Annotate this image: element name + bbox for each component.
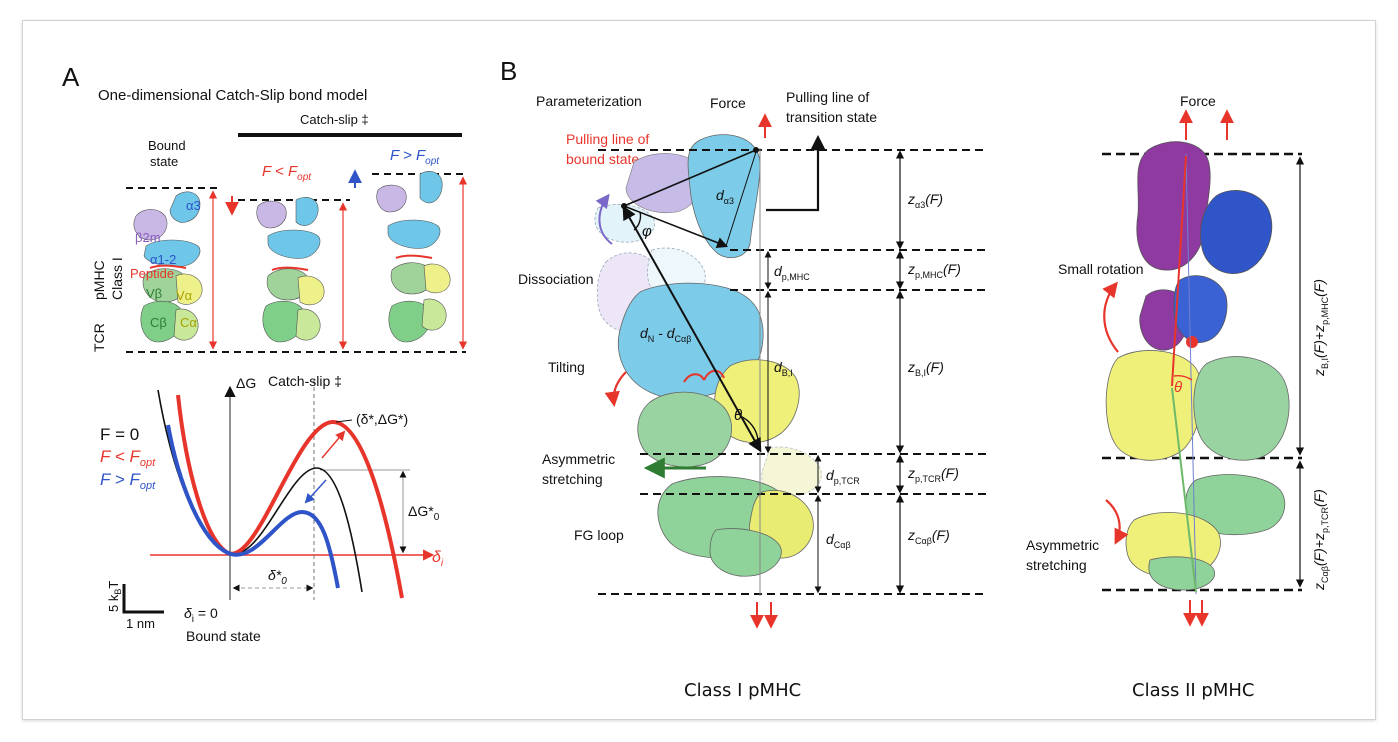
a3-inner-line <box>725 151 757 247</box>
pulling-transition-2: transition state <box>786 109 877 125</box>
asym-label-c-2: stretching <box>1026 557 1087 573</box>
d-alpha3-label: dα3 <box>716 187 734 206</box>
pulling-bound-2: bound state <box>566 151 639 167</box>
d-bi-label: dB,I <box>774 359 793 378</box>
b2m-label: β2m <box>135 230 161 245</box>
panel-a: A One-dimensional Catch-Slip bond model … <box>62 62 468 644</box>
curve-fless <box>176 394 404 599</box>
valpha-label: Vα <box>176 288 193 303</box>
cbeta-label: Cβ <box>150 315 167 330</box>
scale-x-label: 1 nm <box>126 616 155 631</box>
dg0-label: ΔG*0 <box>408 503 440 523</box>
peak-up-arrow <box>321 430 346 459</box>
bound-state-label-2: state <box>150 154 178 169</box>
legend-fless: F < Fopt <box>100 447 156 469</box>
legend-f0: F = 0 <box>100 425 139 444</box>
alpha3-label: α3 <box>186 198 201 213</box>
z-cab-label: zCαβ(F) <box>907 527 950 546</box>
pulling-bound-1: Pulling line of <box>566 131 649 147</box>
catch-slip-header: Catch-slip ‡ <box>300 112 369 127</box>
scale-y-label: 5 kBT <box>106 581 123 612</box>
catch-slip-ts-label: Catch-slip ‡ <box>268 373 342 389</box>
class-i-label: Class I <box>109 257 125 300</box>
z-pmhc-label: zp,MHC(F) <box>907 261 961 280</box>
small-rotation-arrow <box>1102 281 1119 353</box>
delta0-label: δ*0 <box>268 567 287 587</box>
phi-arc <box>633 211 642 231</box>
asym-label-b-2: stretching <box>542 471 603 487</box>
class-ii-complex <box>1105 141 1290 591</box>
z-lower-label: zCαβ(F)+zp,TCR(F) <box>1311 489 1330 591</box>
delta-g-label: ΔG <box>236 375 256 391</box>
theta-arc-b <box>739 415 759 441</box>
dn-label: dN - dCαβ <box>640 325 691 344</box>
asym-label-b-1: Asymmetric <box>542 451 615 467</box>
bound-state-complex: α3 β2m α1-2 Peptide Vβ Vα Cβ Cα <box>130 191 203 343</box>
tcr-label: TCR <box>91 323 107 352</box>
fmore-complex <box>376 171 451 343</box>
vbeta-label: Vβ <box>146 286 162 301</box>
peptide-label: Peptide <box>130 266 174 281</box>
z-ptcr-label: zp,TCR(F) <box>907 465 959 484</box>
d-cab-label: dCαβ <box>826 531 851 550</box>
alpha12-label: α1-2 <box>150 252 176 267</box>
force-label-b: Force <box>710 95 746 111</box>
z-upper-label: zB,I(F)+zp,MHC(F) <box>1311 279 1330 377</box>
caption-class-i: Class I pMHC <box>684 680 801 701</box>
transition-pull-arrow <box>766 134 826 212</box>
z-bi-label: zB,I(F) <box>907 359 944 378</box>
delta-i-label: δi <box>432 549 444 569</box>
c-lower-line <box>1171 387 1197 593</box>
theta-label-b: θ <box>734 407 742 424</box>
dn-line <box>622 205 762 453</box>
parameterization-label: Parameterization <box>536 93 642 109</box>
panel-b: B Parameterization Force Pulling line of… <box>500 56 988 701</box>
fless-complex <box>256 197 325 343</box>
dissociation-arrow <box>595 193 613 245</box>
energy-landscape <box>150 380 435 600</box>
phi-label: φ <box>642 223 652 240</box>
peak-down-arrow <box>304 479 327 504</box>
c-vertical-line <box>1185 153 1197 595</box>
asym-label-c-1: Asymmetric <box>1026 537 1099 553</box>
pulling-transition-1: Pulling line of <box>786 89 869 105</box>
d-pmhc-label: dp,MHC <box>774 263 810 282</box>
dissociation-label: Dissociation <box>518 271 593 287</box>
calpha-label: Cα <box>180 315 197 330</box>
d-ptcr-label: dp,TCR <box>826 467 860 486</box>
panel-a-letter: A <box>62 62 80 92</box>
scale-bar <box>122 584 164 614</box>
fg-loop-label: FG loop <box>574 527 624 543</box>
peak-label: (δ*,ΔG*) <box>356 411 408 427</box>
delta-i-zero-label: δi = 0 <box>184 605 218 625</box>
theta-label-c: θ <box>1174 379 1182 396</box>
d-alpha3-line <box>623 149 757 207</box>
c-theta-arc <box>1173 375 1193 381</box>
panel-class-ii: Force θ Small rotation Asymmetric s <box>1026 93 1330 701</box>
tilting-label: Tilting <box>548 359 585 375</box>
z-a3-label: zα3(F) <box>907 191 943 210</box>
legend-fmore: F > Fopt <box>100 470 156 492</box>
force-label-c: Force <box>1180 93 1216 109</box>
bound-state-label-1: Bound <box>148 138 186 153</box>
tilting-arrow <box>604 371 627 408</box>
asym-stretch-arrow-c <box>1105 499 1129 545</box>
f-more-label: F > Fopt <box>390 147 440 167</box>
caption-class-ii: Class II pMHC <box>1132 680 1254 701</box>
small-rotation-label: Small rotation <box>1058 261 1144 277</box>
curve-fmore <box>166 424 340 589</box>
panel-b-letter: B <box>500 56 517 86</box>
f-less-label: F < Fopt <box>262 163 312 183</box>
bound-state-axis-label: Bound state <box>186 628 261 644</box>
class-i-complex <box>594 134 822 577</box>
panel-a-title: One-dimensional Catch-Slip bond model <box>98 87 367 104</box>
pmhc-label: pMHC <box>91 260 107 300</box>
c-tilt-line <box>1171 155 1187 387</box>
